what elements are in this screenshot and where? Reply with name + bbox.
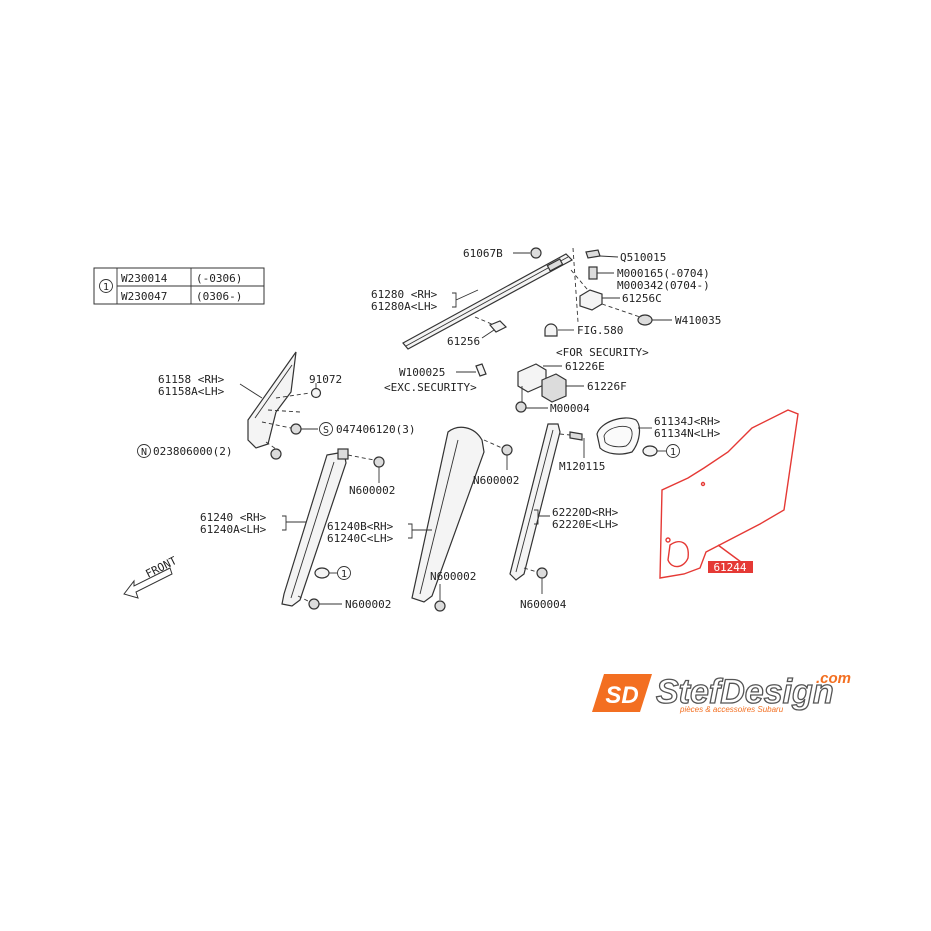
sealing-cover-assembly[interactable]: 61244 [659, 409, 799, 579]
label-61158a-lh: 61158A<LH> [158, 385, 225, 398]
label-w100025: W100025 [399, 366, 445, 379]
label-m120115: M120115 [559, 460, 605, 473]
table-symbol-circle [99, 279, 113, 293]
logo-domain: .com [816, 670, 851, 687]
label-61226e: 61226E [565, 360, 605, 373]
label-61244: 61244 [713, 561, 746, 574]
logo-mark-icon [592, 674, 652, 712]
nut-n600002-c [501, 444, 513, 456]
table-row-1-part: W230014 [121, 272, 168, 285]
ref-1-a: 1 [341, 569, 347, 580]
label-61134j-rh: 61134J<RH> [654, 415, 721, 428]
label-62220d-rh: 62220D<RH> [552, 506, 619, 519]
table-row-2-range: (0306-) [196, 290, 242, 303]
label-61240a-lh: 61240A<LH> [200, 523, 267, 536]
label-61280a-lh: 61280A<LH> [371, 300, 438, 313]
grommet-1-b [642, 445, 658, 457]
label-61226f: 61226F [587, 380, 627, 393]
label-fig580: FIG.580 [577, 324, 623, 337]
label-61256c: 61256C [622, 292, 662, 305]
label-n600002-a: N600002 [349, 484, 395, 497]
logo-tagline: pièces & accessoires Subaru [679, 705, 784, 714]
stefdesign-logo: SD StefDesign .com pièces & accessoires … [592, 670, 851, 714]
bolt-m120115 [569, 431, 583, 441]
actuator-61226f [541, 373, 567, 403]
label-m000342: M000342(0704-) [617, 279, 710, 292]
ref-1-b: 1 [670, 447, 676, 458]
nut-n600002-a [373, 456, 385, 468]
s-symbol: S [323, 425, 329, 436]
clip-61067b [530, 247, 542, 259]
screw-047406120 [290, 423, 302, 435]
label-for-security: <FOR SECURITY> [556, 346, 649, 359]
grommet-91072 [310, 387, 322, 399]
sash-61240b [411, 426, 485, 603]
logo-brand: StefDesign [656, 673, 834, 711]
s-symbol-circle [319, 422, 333, 436]
middle-sash-assembly: N600002 61240B<RH> 61240C<LH> N600002 [327, 426, 519, 612]
table-row-2-part: W230047 [121, 290, 167, 303]
clip-w100025 [475, 363, 487, 377]
label-n600002-d: N600002 [430, 570, 476, 583]
grommet-fig580 [544, 323, 558, 337]
label-61240c-lh: 61240C<LH> [327, 532, 394, 545]
washer-w410035 [637, 314, 653, 326]
label-n600002-c: N600002 [473, 474, 519, 487]
table-row-1-range: (-0306) [196, 272, 242, 285]
label-61280-rh: 61280 <RH> [371, 288, 438, 301]
part-tag-61244[interactable] [708, 561, 753, 573]
nut-n600004 [536, 567, 548, 579]
label-61067b: 61067B [463, 247, 503, 260]
ref-circle-1-b [666, 444, 680, 458]
table-symbol: 1 [103, 282, 109, 293]
label-n600004: N600004 [520, 598, 567, 611]
label-047406120: 047406120(3) [336, 423, 415, 436]
screw-m00004 [515, 401, 527, 413]
bracket-61256c [579, 289, 603, 311]
corner-piece-61158 [247, 351, 297, 449]
mirror-bracket-assembly: 61158 <RH> 61158A<LH> 91072 S 047406120(… [137, 351, 415, 460]
label-62220e-lh: 62220E<LH> [552, 518, 619, 531]
logo-mark: SD [605, 682, 638, 709]
security-assembly: FIG.580 <FOR SECURITY> 61226E 61226F M00… [384, 323, 649, 415]
label-q510015: Q510015 [620, 251, 666, 264]
label-exc-security: <EXC.SECURITY> [384, 381, 477, 394]
clip-61256 [488, 320, 508, 333]
guide-62220d [509, 423, 561, 581]
front-arrow-icon [123, 567, 173, 599]
label-61240-rh: 61240 <RH> [200, 511, 267, 524]
n-symbol: N [141, 447, 147, 458]
grommet-1-a [314, 567, 330, 579]
front-sash-assembly: N600002 61240 <RH> 61240A<LH> 1 N600002 [200, 448, 395, 611]
label-n600002-b: N600002 [345, 598, 391, 611]
label-61240b-rh: 61240B<RH> [327, 520, 394, 533]
label-w410035: W410035 [675, 314, 721, 327]
weatherstrip-assembly: 61067B Q510015 M000165(-0704) M000342(07… [371, 247, 721, 350]
nut-n600002-b [308, 598, 320, 610]
seal-61134j [596, 417, 641, 455]
label-m00004: M00004 [550, 402, 590, 415]
ref-circle-1-a [337, 566, 351, 580]
seal-assembly: 61134J<RH> 61134N<LH> 1 [596, 415, 721, 458]
nut-023806000 [270, 448, 282, 460]
reference-table: 1 W230014 (-0306) W230047 (0306-) [93, 267, 265, 305]
screw-m000165 [588, 266, 598, 280]
rear-guide-assembly: M120115 62220D<RH> 62220E<LH> N600004 [509, 423, 619, 611]
label-m000165: M000165(-0704) [617, 267, 710, 280]
sealing-cover-61244[interactable] [659, 409, 799, 579]
label-61134n-lh: 61134N<LH> [654, 427, 721, 440]
bolt-q510015 [585, 249, 601, 259]
label-61158-rh: 61158 <RH> [158, 373, 225, 386]
nut-n600002-d [434, 600, 446, 612]
label-91072: 91072 [309, 373, 342, 386]
n-symbol-circle [137, 444, 151, 458]
label-023806000: 023806000(2) [153, 445, 232, 458]
label-61256: 61256 [447, 335, 480, 348]
front-direction-arrow: FRONT [123, 554, 179, 599]
